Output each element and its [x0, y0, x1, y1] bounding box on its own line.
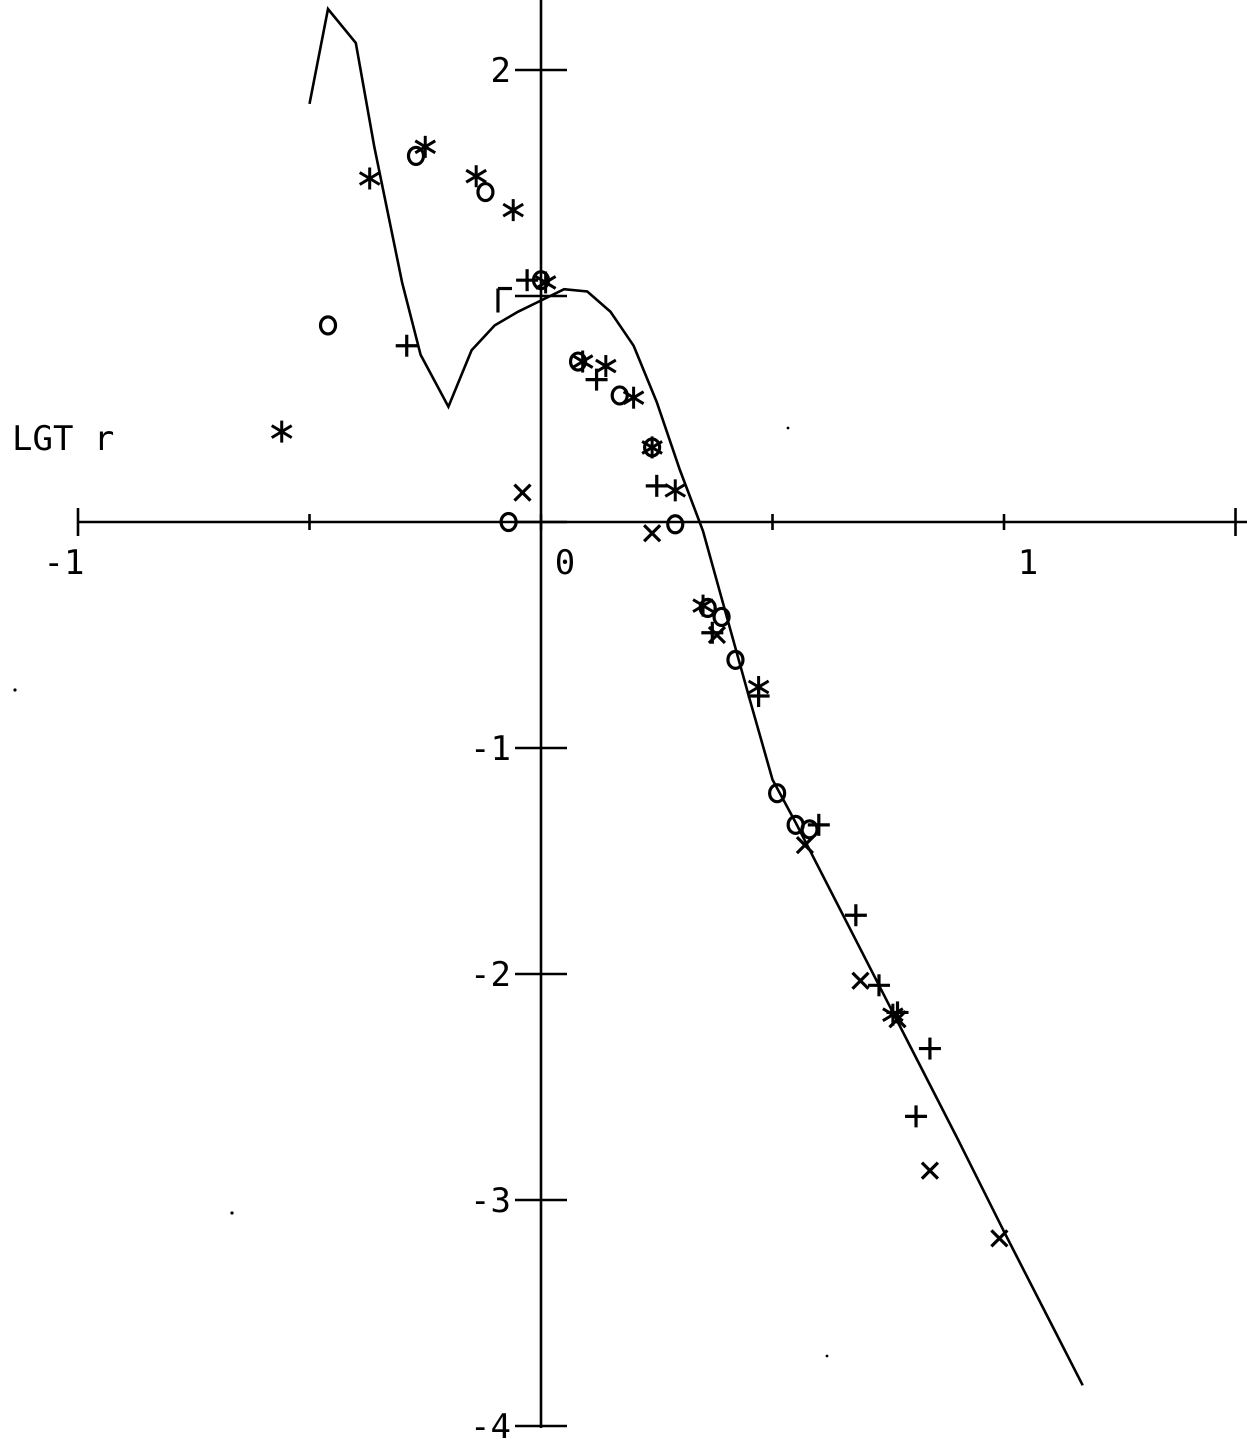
cross-stroke [795, 836, 815, 855]
asterisk-stroke [465, 168, 487, 184]
asterisk-point [358, 167, 381, 190]
asterisk-point [595, 355, 617, 378]
circle-point [768, 783, 787, 804]
axes: -1 0 1 2 -1 -2 -3 -4 [44, 0, 1247, 1447]
asterisk-point [465, 165, 487, 188]
axis-labels-layer: LGT r [12, 419, 114, 459]
speck [230, 1211, 234, 1215]
plus-point [844, 904, 867, 927]
plus-point [918, 1037, 941, 1060]
y-tick-label: -2 [470, 955, 511, 995]
plus-point [807, 813, 830, 836]
x-tick-label: 1 [1018, 543, 1038, 583]
asterisk-point [664, 479, 687, 502]
plus-point [747, 685, 770, 708]
asterisk-point [270, 420, 293, 443]
cross-point [920, 1161, 940, 1180]
y-tick-label: -3 [470, 1181, 511, 1221]
cross-point [990, 1229, 1009, 1248]
plus-point [395, 334, 418, 357]
circle-point [568, 351, 588, 372]
x-tick-label: 0 [555, 543, 575, 583]
y-axis-label: LGT r [12, 419, 114, 459]
asterisk-point [502, 199, 524, 222]
cross-point [795, 836, 815, 855]
cross-point [707, 625, 727, 645]
asterisk-stroke [571, 354, 594, 369]
plus-point [867, 974, 890, 997]
circle-point [406, 145, 426, 166]
plus-point [645, 474, 668, 497]
asterisk-stroke [622, 390, 645, 405]
circle-point [610, 385, 629, 406]
cross-point [513, 483, 532, 502]
speck [13, 688, 17, 692]
circle-point [499, 511, 518, 533]
asterisk-point [414, 135, 437, 158]
y-tick-label: 2 [491, 51, 511, 91]
asterisk-stroke [595, 358, 617, 374]
cross-stroke [513, 483, 532, 502]
cross-stroke [851, 971, 870, 990]
circle-point [712, 606, 731, 628]
cross-stroke [642, 524, 662, 543]
plus-point [905, 1105, 928, 1128]
plus-point [516, 269, 539, 292]
cross-point [888, 1010, 907, 1029]
fitted-curve [308, 6, 1084, 1386]
cross-stroke [990, 1229, 1009, 1248]
circle-point [698, 597, 717, 618]
circle-point [476, 181, 495, 203]
data-points-layer [270, 135, 1009, 1248]
circle-point [800, 819, 819, 840]
asterisk-stroke [664, 483, 687, 498]
fitted-curve-layer [308, 6, 1084, 1386]
y-tick-label: -4 [470, 1407, 511, 1447]
asterisk-stroke [692, 598, 714, 613]
asterisk-stroke [270, 424, 293, 439]
asterisk-stroke [534, 275, 557, 290]
plus-point [585, 368, 608, 391]
cross-point [851, 971, 870, 990]
circle-point [726, 649, 745, 670]
cross-point [642, 524, 662, 543]
asterisk-stroke [358, 171, 381, 186]
asterisk-stroke [502, 202, 524, 218]
asterisk-stroke [414, 139, 437, 155]
x-tick-label: -1 [44, 543, 85, 583]
paper-specks [13, 426, 829, 1358]
y-tick-label: -1 [470, 729, 511, 769]
circle-point [666, 514, 685, 535]
circle-point [643, 437, 662, 458]
cross-stroke [920, 1161, 940, 1180]
gamma-point [496, 286, 512, 313]
speck [825, 1354, 829, 1358]
cross-stroke [707, 625, 727, 645]
speck [786, 426, 790, 430]
cross-stroke [888, 1010, 907, 1029]
circle-point [318, 315, 338, 336]
